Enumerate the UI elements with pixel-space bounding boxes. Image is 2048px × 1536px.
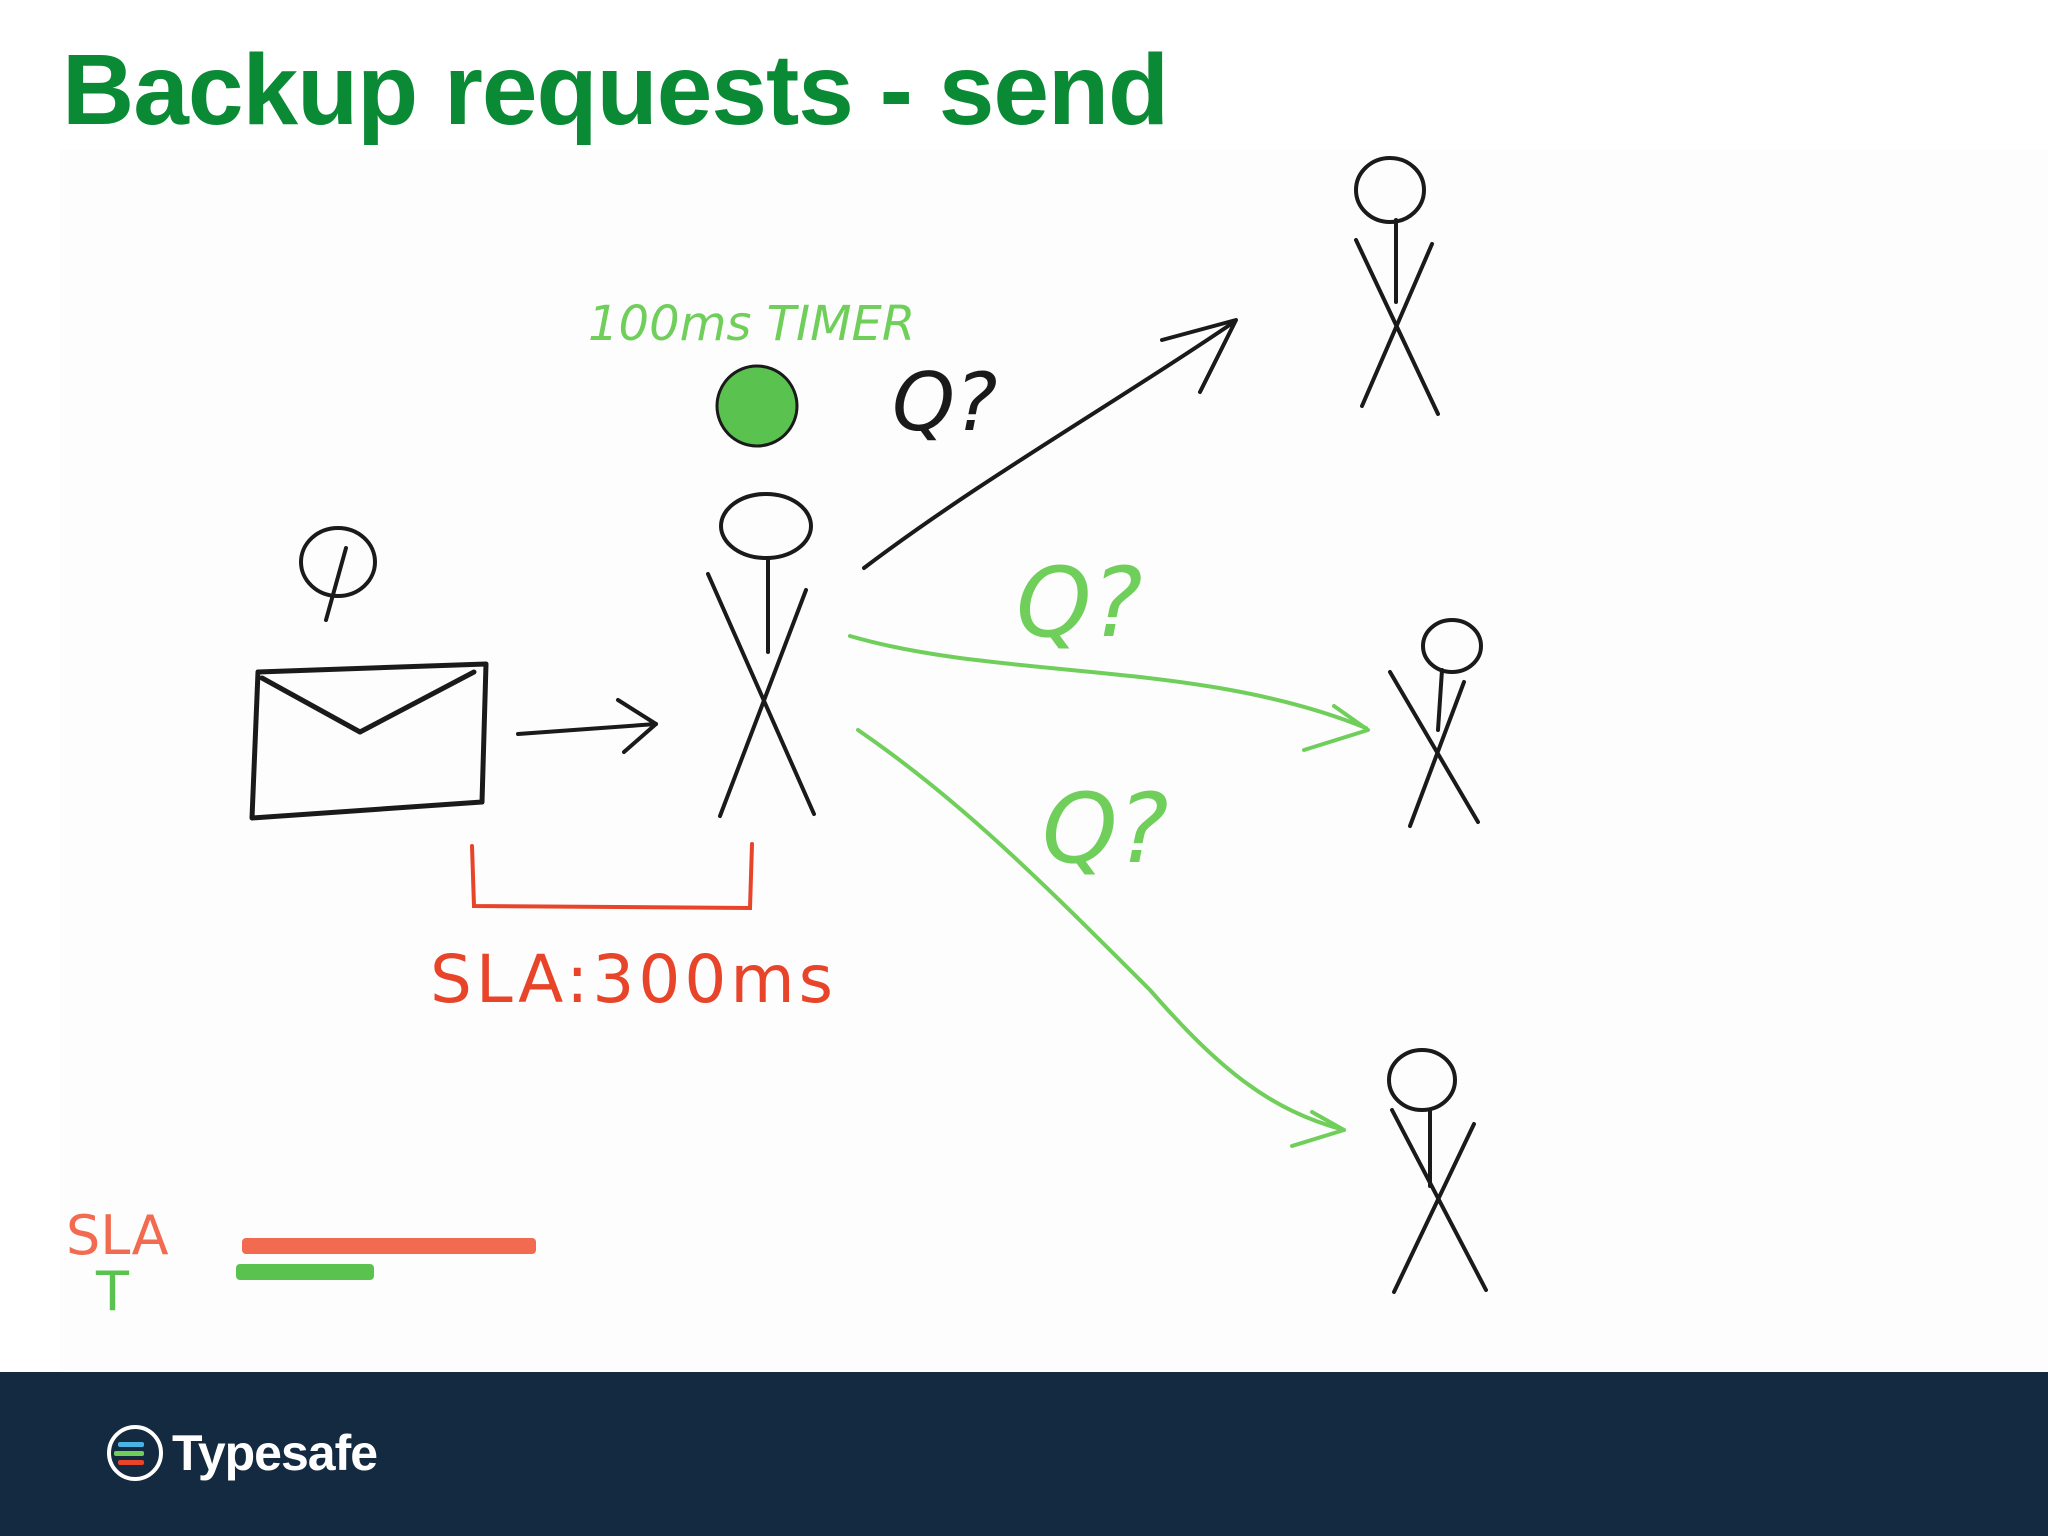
arrow-to-replica-3 <box>856 728 1346 1148</box>
legend-t-bar <box>236 1264 374 1280</box>
legend-t-label: T <box>95 1260 130 1323</box>
timer-indicator <box>715 364 799 448</box>
server-stick-figure-icon <box>706 492 816 818</box>
typesafe-logo-icon <box>107 1425 163 1481</box>
query-label-mid: Q? <box>1016 547 1143 659</box>
sla-bracket-label: SLA:300ms <box>430 941 837 1018</box>
sla-bracket <box>470 842 754 911</box>
query-label-bottom: Q? <box>1042 773 1169 885</box>
diagram-canvas <box>60 150 2048 1370</box>
replica-1-stick-figure-icon <box>1354 156 1440 416</box>
slide-title: Backup requests - send <box>62 34 1169 146</box>
replica-2-stick-figure-icon <box>1388 618 1483 828</box>
arrow-to-server <box>516 698 658 754</box>
arrow-to-replica-2 <box>848 634 1370 752</box>
legend-sla-bar <box>242 1238 536 1254</box>
arrow-to-replica-1 <box>862 318 1238 570</box>
query-label-top: Q? <box>892 356 997 449</box>
timer-label: 100ms TIMER <box>588 296 915 352</box>
brand: Typesafe <box>104 1422 378 1484</box>
footer-bar: Typesafe <box>0 1372 2048 1536</box>
envelope-icon <box>249 661 489 821</box>
brand-name: Typesafe <box>172 1425 378 1481</box>
diagram: 100ms TIMER Q? Q? Q? SLA:300m <box>66 156 1488 1323</box>
legend-sla-label: SLA <box>66 1204 169 1267</box>
magnifier-icon <box>299 526 377 622</box>
replica-3-stick-figure-icon <box>1387 1048 1488 1294</box>
